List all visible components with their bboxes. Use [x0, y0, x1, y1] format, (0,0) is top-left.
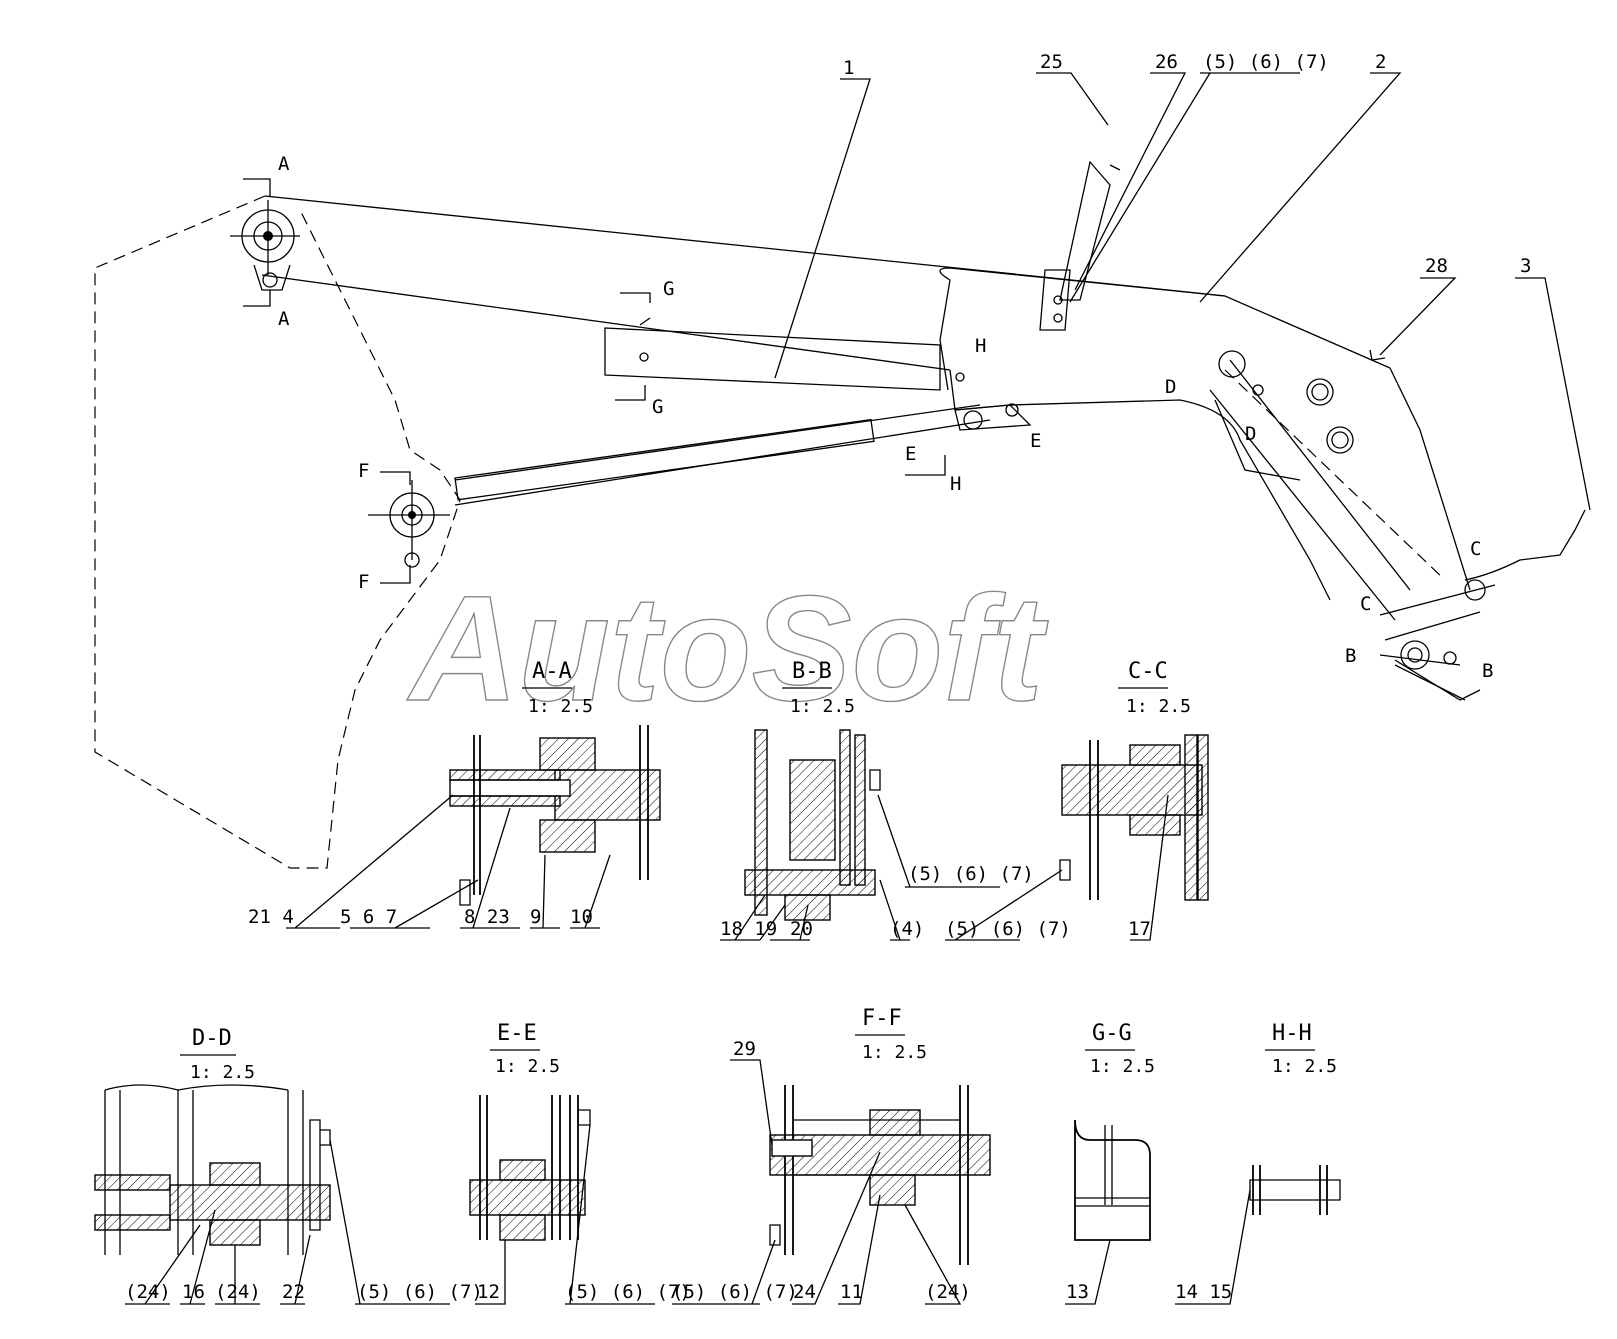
callout-28: 28: [1425, 255, 1448, 277]
marker-e-right: E: [1030, 430, 1041, 452]
marker-b-left: B: [1345, 645, 1356, 667]
marker-a-top: A: [278, 153, 290, 175]
section-ff-scale: 1: 2.5: [862, 1042, 927, 1063]
section-dd-title: D-D: [192, 1026, 232, 1051]
callout-18-19: 18 19: [720, 918, 777, 940]
section-dd: D-D 1: 2.5 (24) 16 (24) 22 (5) (6) (7): [94, 1026, 483, 1305]
callout-20: 20: [790, 918, 813, 940]
section-ff: F-F 1: 2.5 29 (5) (6) (7) 24 11 (24): [672, 1006, 991, 1305]
callout-5-6-7-bb: (5) (6) (7): [908, 863, 1034, 885]
callout-4-bb: (4): [890, 918, 924, 940]
section-bb: B-B 1: 2.5 18 19 20 (4) (5) (6) (7): [720, 659, 1034, 941]
callout-22: 22: [282, 1281, 305, 1303]
marker-d-left: D: [1165, 376, 1176, 398]
marker-b-right: B: [1482, 660, 1493, 682]
marker-f-top: F: [358, 460, 369, 482]
marker-c-bottom: C: [1360, 593, 1371, 615]
callout-5-6-7-top: (5) (6) (7): [1203, 51, 1329, 73]
marker-h-bottom: H: [950, 473, 961, 495]
section-bb-title: B-B: [792, 659, 832, 684]
callout-5-6-7-dd: (5) (6) (7): [357, 1281, 483, 1303]
section-dd-scale: 1: 2.5: [190, 1062, 255, 1083]
callout-26: 26: [1155, 51, 1178, 73]
callout-17: 17: [1128, 918, 1151, 940]
section-gg-title: G-G: [1092, 1021, 1132, 1046]
section-ee-title: E-E: [497, 1021, 537, 1046]
callout-24-ff-b: (24): [925, 1281, 971, 1303]
callout-1: 1: [843, 57, 854, 79]
section-aa-title: A-A: [532, 659, 572, 684]
callout-29: 29: [733, 1038, 756, 1060]
section-ee: E-E 1: 2.5 12 (5) (6) (7): [469, 1021, 691, 1305]
callout-9: 9: [530, 906, 541, 928]
callout-5-6-7-ff: (5) (6) (7): [672, 1281, 798, 1303]
callout-24-dd-a: (24): [125, 1281, 171, 1303]
callout-11: 11: [840, 1281, 863, 1303]
callout-21-4: 21 4: [248, 906, 294, 928]
callout-25: 25: [1040, 51, 1063, 73]
section-cc: C-C 1: 2.5 (5) (6) (7) 17: [945, 659, 1209, 941]
watermark: AutoSoft: [406, 564, 1049, 732]
section-markers: A A G G H H E E F F D D C C B B: [243, 153, 1493, 682]
marker-e-left: E: [905, 443, 916, 465]
callout-5-6-7-cc: (5) (6) (7): [945, 918, 1071, 940]
section-cc-scale: 1: 2.5: [1126, 696, 1191, 717]
section-ee-scale: 1: 2.5: [495, 1056, 560, 1077]
callout-5-6-7-ee: (5) (6) (7): [565, 1281, 691, 1303]
callout-13: 13: [1066, 1281, 1089, 1303]
marker-g-top: G: [663, 278, 674, 300]
marker-h-top: H: [975, 335, 986, 357]
marker-c-top: C: [1470, 538, 1481, 560]
marker-g-bottom: G: [652, 396, 663, 418]
marker-a-bottom: A: [278, 308, 290, 330]
callout-5-6-7-aa: 5 6 7: [340, 906, 397, 928]
callout-2: 2: [1375, 51, 1386, 73]
marker-d-right: D: [1245, 423, 1256, 445]
section-hh-scale: 1: 2.5: [1272, 1056, 1337, 1077]
top-callouts: 25 26 (5) (6) (7) 1 2 28 3: [774, 51, 1591, 511]
section-hh-title: H-H: [1272, 1021, 1312, 1046]
section-ff-title: F-F: [862, 1006, 902, 1031]
callout-3: 3: [1520, 255, 1531, 277]
section-bb-scale: 1: 2.5: [790, 696, 855, 717]
section-gg-scale: 1: 2.5: [1090, 1056, 1155, 1077]
callout-24-dd-b: (24): [215, 1281, 261, 1303]
callout-8-23: 8 23: [464, 906, 510, 928]
section-gg: G-G 1: 2.5 13: [1065, 1021, 1155, 1305]
section-cc-title: C-C: [1128, 659, 1168, 684]
callout-24-ff: 24: [793, 1281, 816, 1303]
main-boom-view: [94, 160, 1586, 869]
callout-12: 12: [477, 1281, 500, 1303]
callout-10: 10: [570, 906, 593, 928]
section-aa: A-A 1: 2.5 21 4 5 6 7 8 23 9 10: [248, 659, 661, 929]
section-aa-scale: 1: 2.5: [528, 696, 593, 717]
callout-14-15: 14 15: [1175, 1281, 1232, 1303]
marker-f-bottom: F: [358, 571, 369, 593]
callout-16: 16: [182, 1281, 205, 1303]
section-hh: H-H 1: 2.5 14 15: [1175, 1021, 1341, 1305]
